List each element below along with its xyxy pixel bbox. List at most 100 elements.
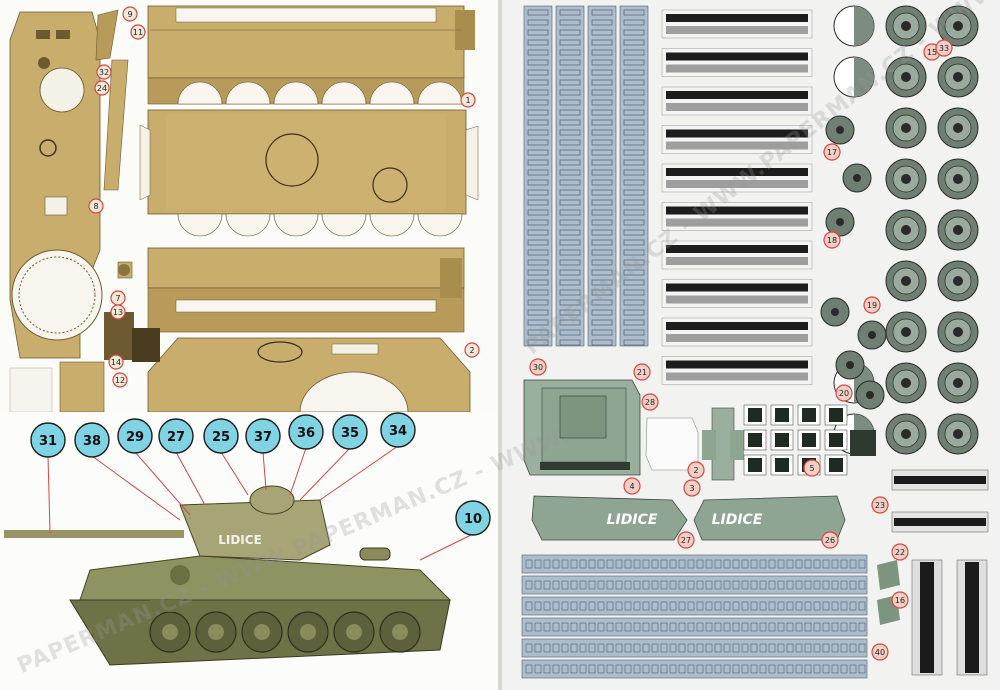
long-track-link (606, 559, 614, 569)
part-marker-number: 14 (111, 358, 121, 367)
tank-illustration: LIDICE (4, 485, 451, 666)
wheel-hub (901, 123, 911, 133)
track-link (623, 149, 645, 156)
track-link (559, 299, 581, 306)
long-track-link (822, 601, 830, 611)
long-track-link (714, 622, 722, 632)
stripe-band-dark (666, 168, 808, 176)
wheel-cutout (177, 81, 223, 105)
wheel-cutouts-top (177, 81, 463, 105)
long-track-link (858, 622, 866, 632)
long-track-link (597, 580, 605, 590)
track-link (623, 289, 645, 296)
long-track-link (543, 643, 551, 653)
long-track-link (858, 601, 866, 611)
long-track-link (552, 559, 560, 569)
track-link (591, 79, 613, 86)
track-link (527, 289, 549, 296)
long-track-link (561, 622, 569, 632)
track-link (623, 129, 645, 136)
track-link (559, 29, 581, 36)
long-track-link (750, 622, 758, 632)
long-track-link (786, 559, 794, 569)
wheel-cutouts-bottom (177, 213, 463, 237)
track-link (559, 169, 581, 176)
stripe-band-grey (666, 257, 808, 265)
turret-parts (9, 9, 133, 359)
long-track-link (588, 622, 596, 632)
long-track-link (669, 664, 677, 674)
track-link (559, 99, 581, 106)
long-track-link (858, 664, 866, 674)
track-link (527, 159, 549, 166)
long-track-link (759, 580, 767, 590)
long-track-link (579, 601, 587, 611)
turret-ring-hole (39, 67, 85, 113)
long-track-link (786, 643, 794, 653)
stripe-band-dark (666, 206, 808, 215)
part-marker-number: 4 (629, 482, 634, 491)
turret-side-panels: LIDICE LIDICE (531, 495, 846, 541)
wheel-hub (953, 21, 963, 31)
stripe-band-grey (666, 103, 808, 111)
long-track-link (831, 601, 839, 611)
small-block-part (850, 430, 876, 456)
wheel-hub (953, 378, 963, 388)
part-marker (122, 6, 138, 22)
long-track-link (741, 643, 749, 653)
long-track-link (741, 580, 749, 590)
track-link (623, 199, 645, 206)
track-strip (523, 5, 553, 347)
long-track-link (723, 601, 731, 611)
track-link (591, 29, 613, 36)
track-link (623, 309, 645, 316)
long-track-link (804, 601, 812, 611)
long-track-link (696, 580, 704, 590)
long-track-link (858, 559, 866, 569)
part-marker-number: 20 (839, 389, 849, 398)
long-track-link (606, 643, 614, 653)
part-marker (891, 543, 909, 561)
long-track-link (633, 622, 641, 632)
stripe-band-grey (666, 26, 808, 34)
long-track-link (606, 601, 614, 611)
part-marker (96, 64, 112, 80)
part-marker-number: 5 (809, 464, 814, 473)
track-link (527, 79, 549, 86)
long-track-link (570, 601, 578, 611)
part-marker-number: 11 (133, 28, 143, 37)
long-track-link (696, 622, 704, 632)
callout-bubble (203, 418, 239, 454)
long-track-link (732, 664, 740, 674)
track-link (559, 89, 581, 96)
long-track-link (687, 601, 695, 611)
track-link (623, 39, 645, 46)
track-link (591, 239, 613, 246)
long-track-link (579, 559, 587, 569)
long-track-link (660, 643, 668, 653)
long-track-link (543, 622, 551, 632)
callout-bubble (380, 412, 416, 448)
long-track-link (795, 580, 803, 590)
long-track-link (759, 664, 767, 674)
wheel-hub (901, 327, 911, 337)
track-link (527, 339, 549, 346)
track-link (591, 129, 613, 136)
long-track-link (687, 622, 695, 632)
track-link (591, 179, 613, 186)
hatch-fill (748, 433, 762, 447)
long-track-link (642, 580, 650, 590)
hatch-parts (743, 404, 848, 476)
long-track-link (525, 643, 533, 653)
long-track-link (777, 601, 785, 611)
long-track-link (822, 580, 830, 590)
track-link (623, 139, 645, 146)
long-track-link (678, 601, 686, 611)
long-track-link (624, 559, 632, 569)
track-link (559, 109, 581, 116)
long-track-link (669, 601, 677, 611)
long-track-link (741, 622, 749, 632)
